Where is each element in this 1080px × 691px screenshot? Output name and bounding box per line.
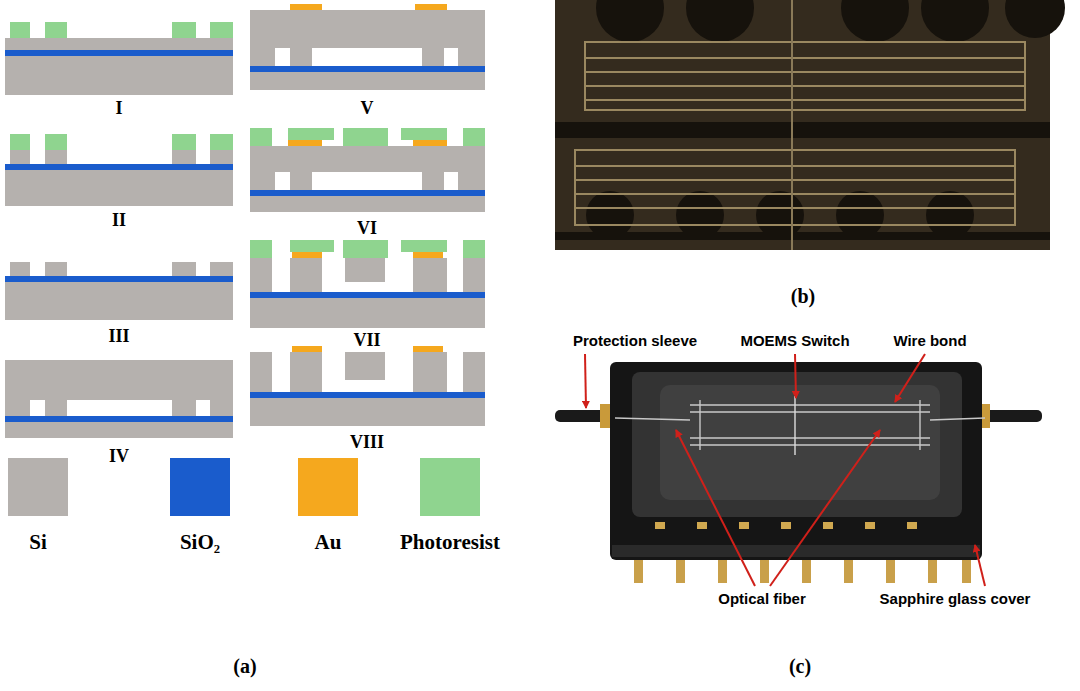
panel-letter: (b) <box>791 285 815 308</box>
callout-label: MOEMS Switch <box>738 332 851 349</box>
step-number: III <box>108 326 129 347</box>
legend-swatch <box>420 458 480 516</box>
step-5-section <box>250 4 485 90</box>
microscope-photo <box>555 0 1065 250</box>
callout-label: Optical fiber <box>716 590 808 607</box>
panel-letter: (a) <box>233 655 256 678</box>
step-number: VI <box>357 218 377 239</box>
legend-label: Si <box>29 530 47 555</box>
legend-swatch <box>298 458 358 516</box>
callout-label: Wire bond <box>891 332 968 349</box>
legend-swatch <box>170 458 230 516</box>
panel-letter: (c) <box>789 655 811 678</box>
step-number: VII <box>353 330 380 351</box>
step-number: V <box>361 98 374 119</box>
legend-label: Photoresist <box>400 530 500 555</box>
package-photo <box>555 362 1042 583</box>
step-3-section <box>5 262 233 320</box>
step-6-section <box>250 128 485 212</box>
step-number: VIII <box>350 432 384 453</box>
step-number: IV <box>109 446 129 467</box>
step-number: II <box>112 210 126 231</box>
legend-swatch <box>8 458 68 516</box>
step-4-section <box>5 360 233 438</box>
step-1-section <box>5 22 233 95</box>
step-8-section <box>250 346 485 426</box>
callout-label: Sapphire glass cover <box>878 590 1033 607</box>
step-2-section <box>5 134 233 206</box>
legend-label: Au <box>315 530 342 555</box>
leader-lines <box>585 354 985 586</box>
callout-label: Protection sleeve <box>571 332 699 349</box>
step-7-section <box>250 240 485 328</box>
step-number: I <box>115 98 122 119</box>
legend-label: SiO₂ <box>180 530 220 555</box>
